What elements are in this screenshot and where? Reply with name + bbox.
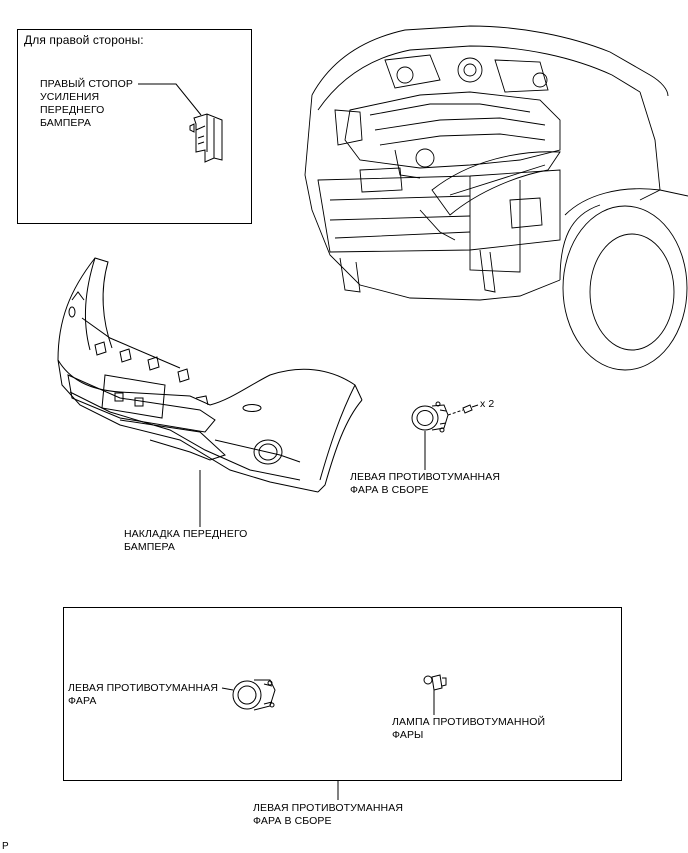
bumper-cover-label: НАКЛАДКА ПЕРЕДНЕГО БАМПЕРА <box>124 528 248 553</box>
screw-part <box>462 404 479 414</box>
corner-mark: P <box>2 841 9 852</box>
fog-lamp-assembly-label: ЛЕВАЯ ПРОТИВОТУМАННАЯ ФАРА В СБОРЕ <box>350 471 501 496</box>
detail-box-fog-lamp <box>63 607 622 781</box>
fog-lamp-detail-leader <box>221 687 234 691</box>
fog-lamp-detail-part <box>232 679 276 711</box>
right-retainer-part <box>189 113 223 163</box>
front-bumper-cover <box>57 257 363 493</box>
fog-lamp-assembly-part <box>411 401 449 433</box>
inset-box-right-side <box>17 29 252 224</box>
inset-box-header: Для правой стороны: <box>24 33 144 47</box>
fog-lamp-bulb-label: ЛАМПА ПРОТИВОТУМАННОЙ ФАРЫ <box>392 716 546 741</box>
fog-lamp-label: ЛЕВАЯ ПРОТИВОТУМАННАЯ ФАРА <box>68 682 219 707</box>
screw-dash-line <box>447 409 464 416</box>
fog-lamp-assembly-bottom-label: ЛЕВАЯ ПРОТИВОТУМАННАЯ ФАРА В СБОРЕ <box>253 802 404 827</box>
right-retainer-label: ПРАВЫЙ СТОПОР УСИЛЕНИЯ ПЕРЕДНЕГО БАМПЕРА <box>40 78 133 129</box>
vehicle-front <box>304 25 688 371</box>
screw-quantity-label: x 2 <box>480 398 495 410</box>
fog-lamp-bulb-part <box>423 674 447 691</box>
retainer-leader-line <box>138 83 202 116</box>
